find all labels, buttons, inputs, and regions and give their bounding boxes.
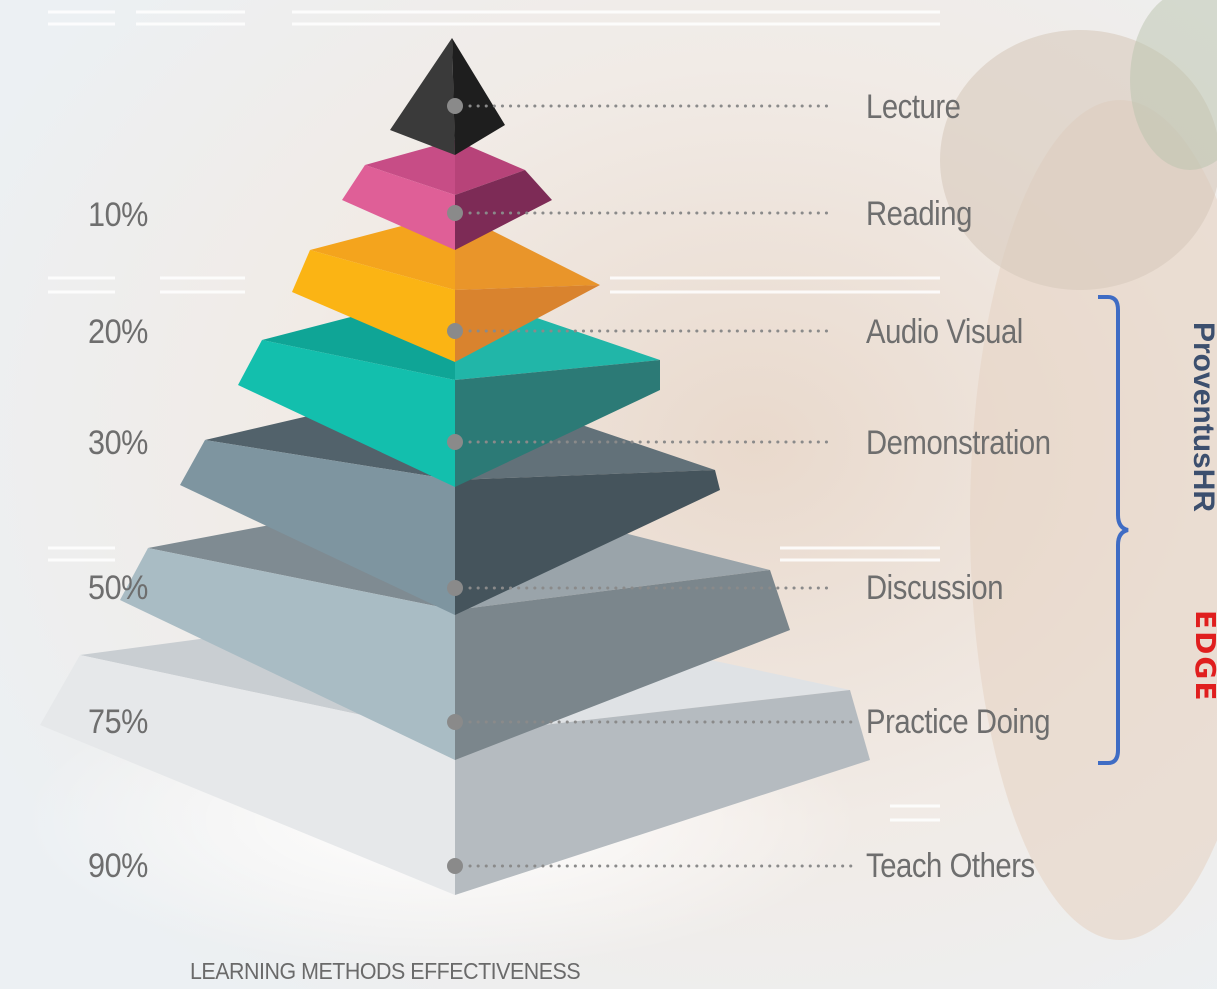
leader-dot xyxy=(447,714,463,730)
percentage-label: 90% xyxy=(88,847,148,885)
percentage-label: 20% xyxy=(88,313,148,351)
pyramid-layer-practice-doing xyxy=(120,490,790,760)
diagram-title: LEARNING METHODS EFFECTIVENESS xyxy=(190,958,581,984)
method-label-teach-others: Teach Others xyxy=(866,847,1035,885)
brand-name: ProventusHR xyxy=(1187,322,1217,513)
leader-dot xyxy=(447,580,463,596)
method-label-audio-visual: Audio Visual xyxy=(866,313,1023,351)
method-label-reading: Reading xyxy=(866,195,972,233)
leader-dot xyxy=(447,323,463,339)
leader-dot xyxy=(447,205,463,221)
decor-lines xyxy=(48,10,940,822)
percentage-label: 10% xyxy=(88,196,148,234)
leader-lines xyxy=(468,104,860,868)
method-label-lecture: Lecture xyxy=(866,88,961,126)
pyramid-layer-reading xyxy=(342,140,552,250)
brand-tag: EDGE xyxy=(1189,610,1217,703)
method-label-demonstration: Demonstration xyxy=(866,424,1051,462)
leader-dot xyxy=(447,434,463,450)
percentage-label: 50% xyxy=(88,569,148,607)
leader-dot xyxy=(447,858,463,874)
method-label-discussion: Discussion xyxy=(866,569,1004,607)
bg-hand-shape xyxy=(970,100,1217,940)
leader-dots xyxy=(447,98,463,874)
percentage-label: 30% xyxy=(88,424,148,462)
pyramid-layer-lecture xyxy=(390,38,505,155)
percentage-label: 75% xyxy=(88,703,148,741)
leader-dot xyxy=(447,98,463,114)
bg-leaf-shape xyxy=(1130,0,1217,170)
bracket xyxy=(1098,295,1129,765)
method-label-practice-doing: Practice Doing xyxy=(866,703,1051,741)
